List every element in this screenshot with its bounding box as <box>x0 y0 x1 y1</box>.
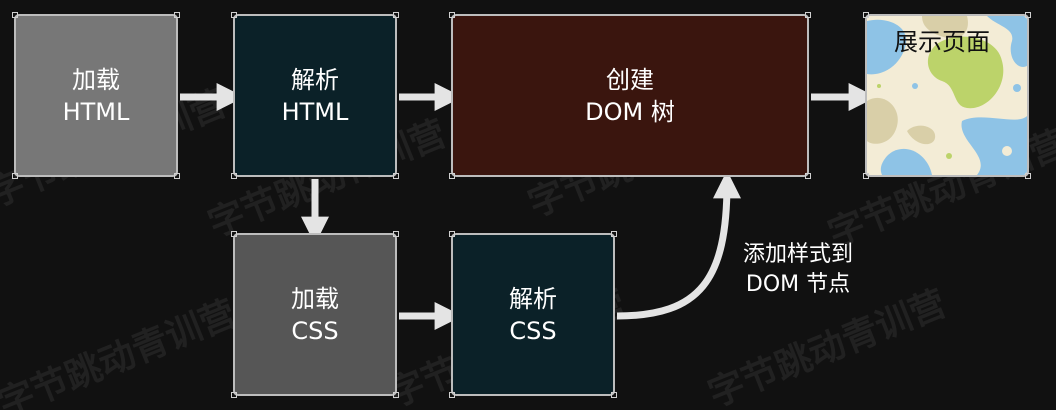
selection-handle <box>231 12 237 18</box>
edge-label-line: DOM 节点 <box>745 272 851 297</box>
node-parse-html: 解析 HTML <box>231 12 399 179</box>
node-label: 创建 <box>606 65 654 94</box>
selection-handle <box>863 173 869 179</box>
selection-handle <box>393 12 399 18</box>
selection-handle <box>174 173 180 179</box>
node-label: 解析 <box>291 65 339 94</box>
node-create-dom: 创建 DOM 树 <box>449 12 811 179</box>
selection-handle <box>393 231 399 237</box>
node-label: CSS <box>509 316 557 345</box>
selection-handle <box>1025 12 1031 18</box>
selection-handle <box>12 12 18 18</box>
selection-handle <box>449 173 455 179</box>
node-label: DOM 树 <box>585 97 675 126</box>
edge-label-line: 添加样式到 <box>742 242 853 267</box>
selection-handle <box>393 392 399 398</box>
edge-label: 添加样式到 DOM 节点 <box>728 240 868 300</box>
selection-handle <box>231 392 237 398</box>
arrow-parse-css-to-dom <box>616 170 741 320</box>
selection-handle <box>611 392 617 398</box>
node-label: 加载 <box>72 65 120 94</box>
pattern-image <box>867 16 1027 175</box>
selection-handle <box>805 12 811 18</box>
selection-handle <box>449 12 455 18</box>
selection-handle <box>805 173 811 179</box>
selection-handle <box>611 231 617 237</box>
node-label: HTML <box>62 97 130 126</box>
selection-handle <box>1025 173 1031 179</box>
node-label: 展示页面 <box>894 28 990 56</box>
node-load-css: 加载 CSS <box>231 231 399 398</box>
node-label: 解析 <box>509 284 557 313</box>
selection-handle <box>174 12 180 18</box>
selection-handle <box>863 12 869 18</box>
node-display-page: 展示页面 <box>863 12 1031 179</box>
selection-handle <box>393 173 399 179</box>
selection-handle <box>449 231 455 237</box>
selection-handle <box>449 392 455 398</box>
node-parse-css: 解析 CSS <box>449 231 617 398</box>
node-label: HTML <box>281 97 349 126</box>
node-load-html: 加载 HTML <box>12 12 180 179</box>
node-label: CSS <box>291 316 339 345</box>
selection-handle <box>231 173 237 179</box>
node-label: 加载 <box>291 284 339 313</box>
selection-handle <box>231 231 237 237</box>
selection-handle <box>12 173 18 179</box>
